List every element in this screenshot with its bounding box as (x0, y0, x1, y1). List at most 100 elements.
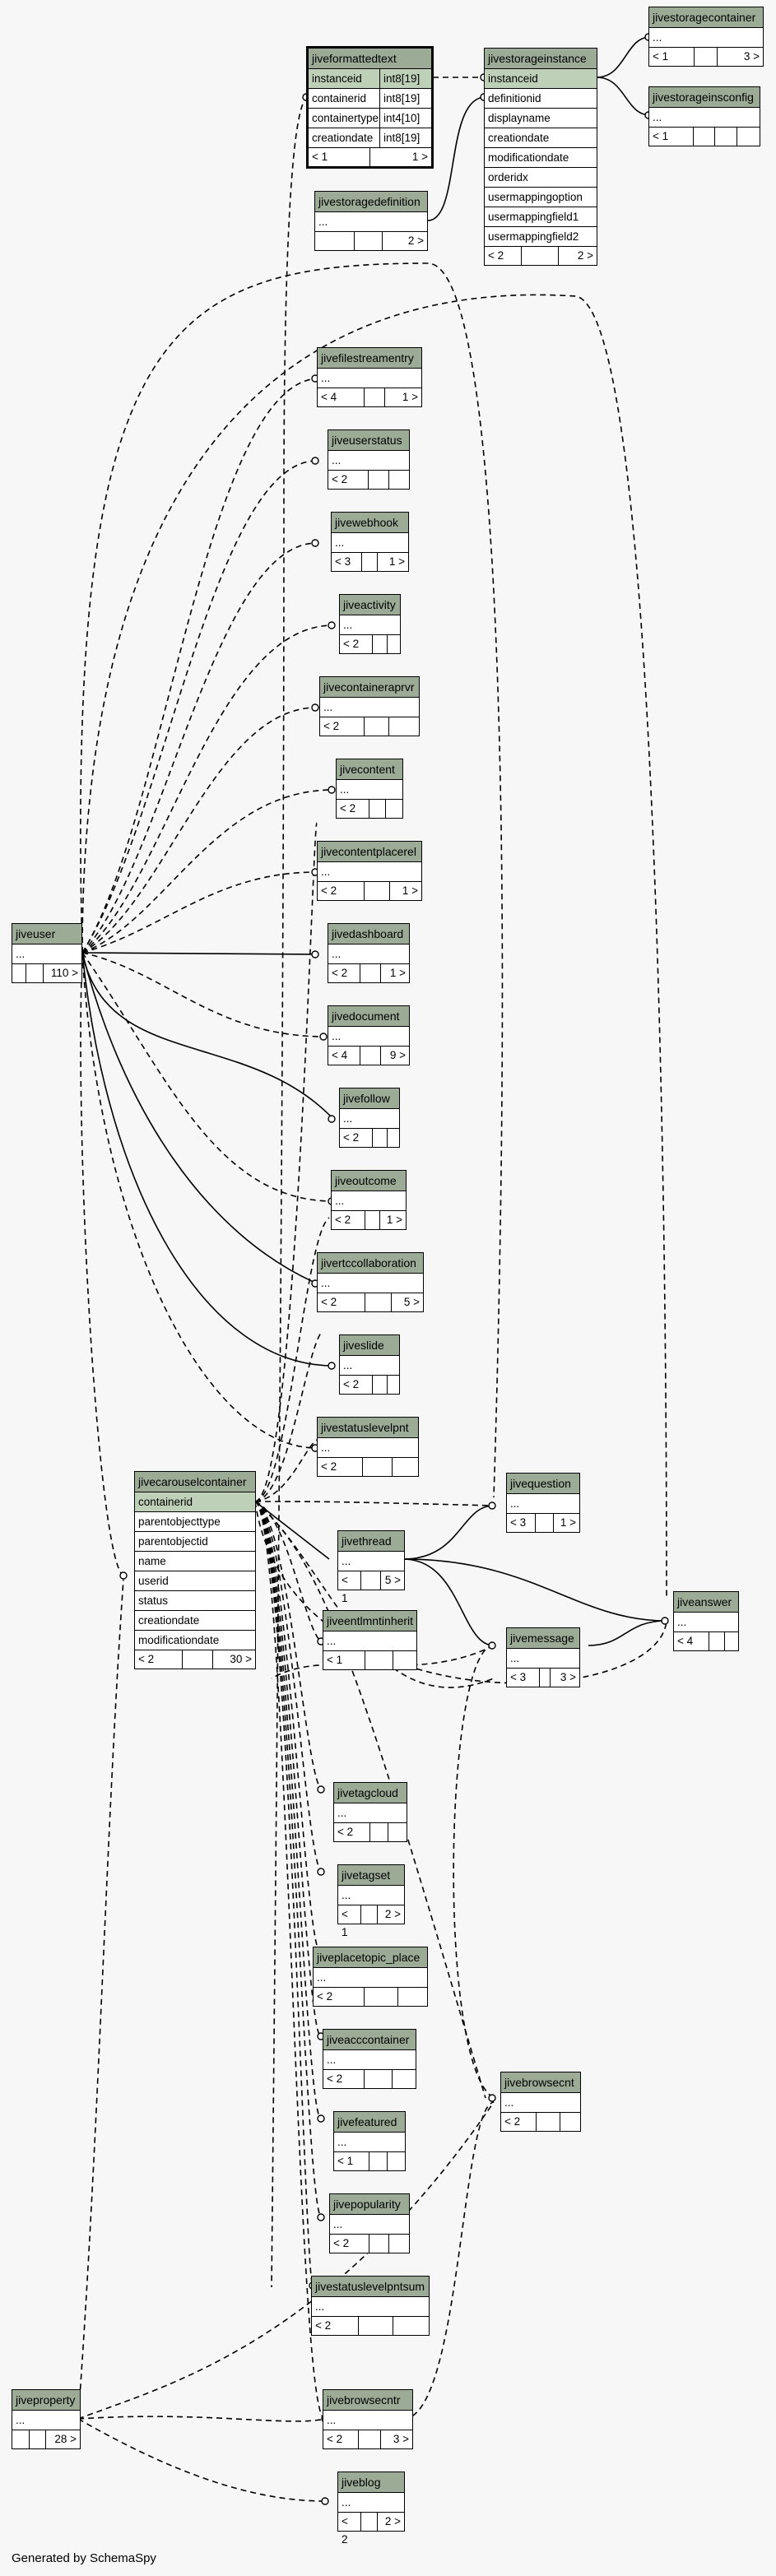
table-jivecarouselcontainer[interactable]: jivecarouselcontainer containerid parent… (134, 1471, 256, 1669)
table-jivefeatured[interactable]: jivefeatured ... < 1 (333, 2111, 406, 2171)
ellipsis-row: ... (323, 2050, 416, 2070)
table-jivestorageinstance[interactable]: jivestorageinstance instanceid definitio… (484, 48, 597, 266)
table-jiveentlmntinherit[interactable]: jiveentlmntinherit ... < 1 (323, 1610, 417, 1670)
table-jivefollow[interactable]: jivefollow ... < 2 (339, 1088, 400, 1148)
table-jivecontaineraprvr[interactable]: jivecontaineraprvr ... < 2 (319, 676, 420, 736)
table-footer: < 1 (323, 1651, 416, 1669)
table-footer: < 2 (330, 2235, 409, 2253)
ellipsis-row: ... (12, 945, 81, 964)
ellipsis-row: ... (337, 780, 402, 800)
table-jiveproperty[interactable]: jiveproperty ... 28 > (12, 2389, 81, 2449)
table-jiveactivity[interactable]: jiveactivity ... < 2 (339, 594, 401, 654)
ellipsis-row: ... (328, 451, 409, 471)
table-jivepopularity[interactable]: jivepopularity ... < 2 (329, 2193, 410, 2253)
ellipsis-row: ... (330, 2215, 409, 2235)
table-jiveacccontainer[interactable]: jiveacccontainer ... < 2 (323, 2029, 416, 2089)
table-title: jivestoragedefinition (315, 192, 427, 212)
ellipsis-row: ... (338, 1886, 404, 1905)
table-title: jiveslide (340, 1335, 399, 1356)
table-title: jivetagset (338, 1865, 404, 1886)
column-row: usermappingoption (485, 188, 597, 207)
table-footer: < 2 (328, 471, 409, 489)
table-jiveuser[interactable]: jiveuser ... 110 > (12, 923, 82, 983)
table-title: jivequestion (507, 1474, 579, 1494)
ellipsis-row: ... (334, 1803, 407, 1823)
ellipsis-row: ... (328, 945, 409, 964)
column-row: name (135, 1552, 255, 1571)
table-jivecontent[interactable]: jivecontent ... < 2 (336, 759, 403, 819)
column-row: userid (135, 1571, 255, 1591)
column-row: displayname (485, 109, 597, 128)
table-title: jiveacccontainer (323, 2030, 416, 2050)
table-jivestatuslevelpnt[interactable]: jivestatuslevelpnt ... < 2 (317, 1417, 419, 1477)
ellipsis-row: ... (12, 2411, 80, 2430)
table-footer: < 2 (318, 1458, 418, 1476)
table-footer: < 2 (323, 2070, 416, 2088)
table-title: jivecontent (337, 759, 402, 780)
table-title: jiveanswer (674, 1592, 738, 1613)
table-title: jivewebhook (332, 513, 408, 533)
column-row: parentobjectid (135, 1532, 255, 1552)
table-footer: < 2 (340, 1376, 399, 1394)
column-row: modificationdate (485, 148, 597, 168)
table-jivestoragedefinition[interactable]: jivestoragedefinition ... 2 > (314, 191, 428, 251)
ellipsis-row: ... (338, 2493, 404, 2513)
table-footer: < 2 (340, 635, 400, 653)
table-footer: < 1 (334, 2152, 405, 2170)
ellipsis-row: ... (323, 1631, 416, 1651)
table-footer: < 2 (334, 1823, 407, 1841)
table-title: jivefilestreamentry (318, 348, 421, 369)
table-jiveanswer[interactable]: jiveanswer ... < 4 (673, 1591, 739, 1651)
column-row: parentobjecttype (135, 1512, 255, 1532)
ellipsis-row: ... (318, 1274, 423, 1293)
column-row: usermappingfield1 (485, 207, 597, 227)
table-title: jivebrowsecnt (501, 2072, 580, 2093)
table-jivestorageinsconfig[interactable]: jivestorageinsconfig ... < 1 (648, 86, 760, 146)
table-jivebrowsecnt[interactable]: jivebrowsecnt ... < 2 (500, 2072, 581, 2132)
table-jivestatuslevelpntsum[interactable]: jivestatuslevelpntsum ... < 2 (311, 2276, 430, 2336)
table-title: jivedashboard (328, 924, 409, 945)
table-title: jivestoragecontainer (649, 7, 763, 28)
table-footer: < 2 (314, 1988, 427, 2006)
table-jiveuserstatus[interactable]: jiveuserstatus ... < 2 (328, 429, 410, 490)
table-jivetagcloud[interactable]: jivetagcloud ... < 2 (333, 1782, 407, 1842)
column-row: containerid (135, 1492, 255, 1512)
table-title: jivecontentplacerel (318, 842, 421, 862)
column-row: status (135, 1591, 255, 1611)
table-title: jivedocument (328, 1006, 409, 1027)
table-title: jivestatuslevelpntsum (312, 2277, 429, 2297)
table-title: jivefeatured (334, 2112, 405, 2133)
ellipsis-row: ... (318, 862, 421, 882)
table-jiveslide[interactable]: jiveslide ... < 2 (339, 1334, 400, 1395)
table-jiveplacetopic_place[interactable]: jiveplacetopic_place ... < 2 (313, 1947, 428, 2007)
